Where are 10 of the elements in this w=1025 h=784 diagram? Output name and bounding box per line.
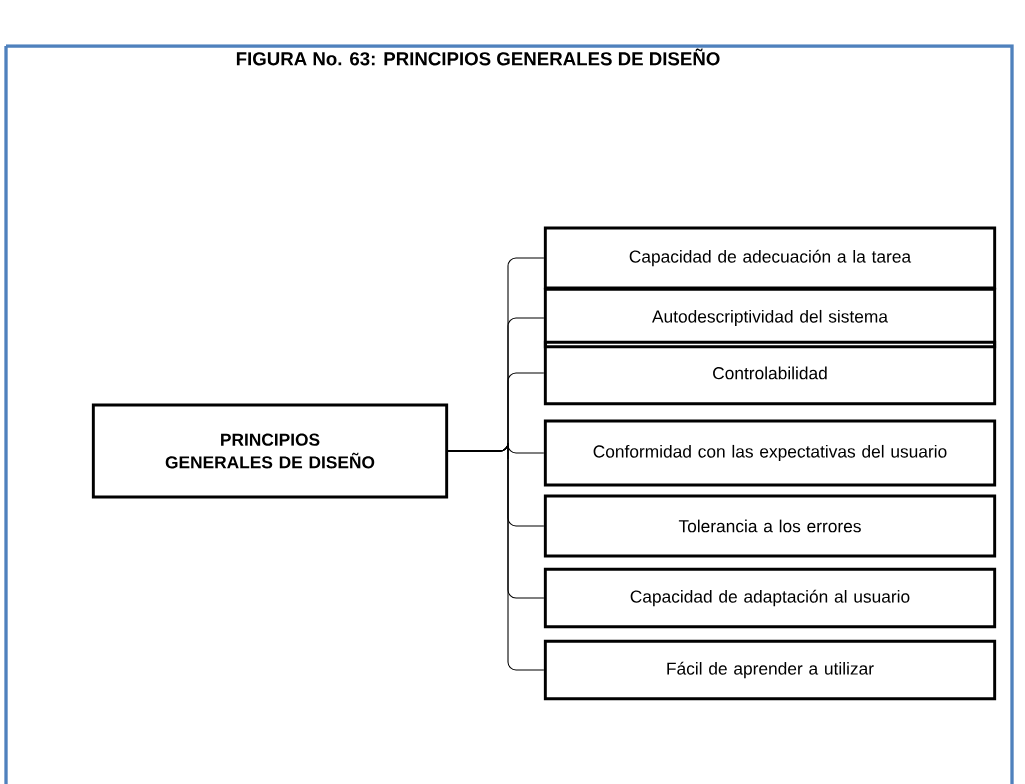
topic-box: PRINCIPIOS GENERALES DE DISEÑO bbox=[91, 403, 449, 499]
title: FIGURA No. 63: PRINCIPIOS GENERALES DE DISEÑO bbox=[236, 48, 720, 66]
principle-box: Capacidad de adaptación al usuario bbox=[543, 567, 997, 629]
principle-box: Autodescriptividad del sistema bbox=[543, 287, 997, 349]
principle-box: Fácil de aprender a utilizar bbox=[543, 639, 997, 701]
principle-box: Tolerancia a los errores bbox=[543, 494, 997, 558]
connector bbox=[447, 442, 545, 671]
principle-box: Conformidad con las expectativas del usuario bbox=[543, 419, 997, 487]
principle-box: Capacidad de adecuación a la tarea bbox=[543, 226, 997, 290]
principle-box: Controlabilidad bbox=[543, 340, 997, 406]
